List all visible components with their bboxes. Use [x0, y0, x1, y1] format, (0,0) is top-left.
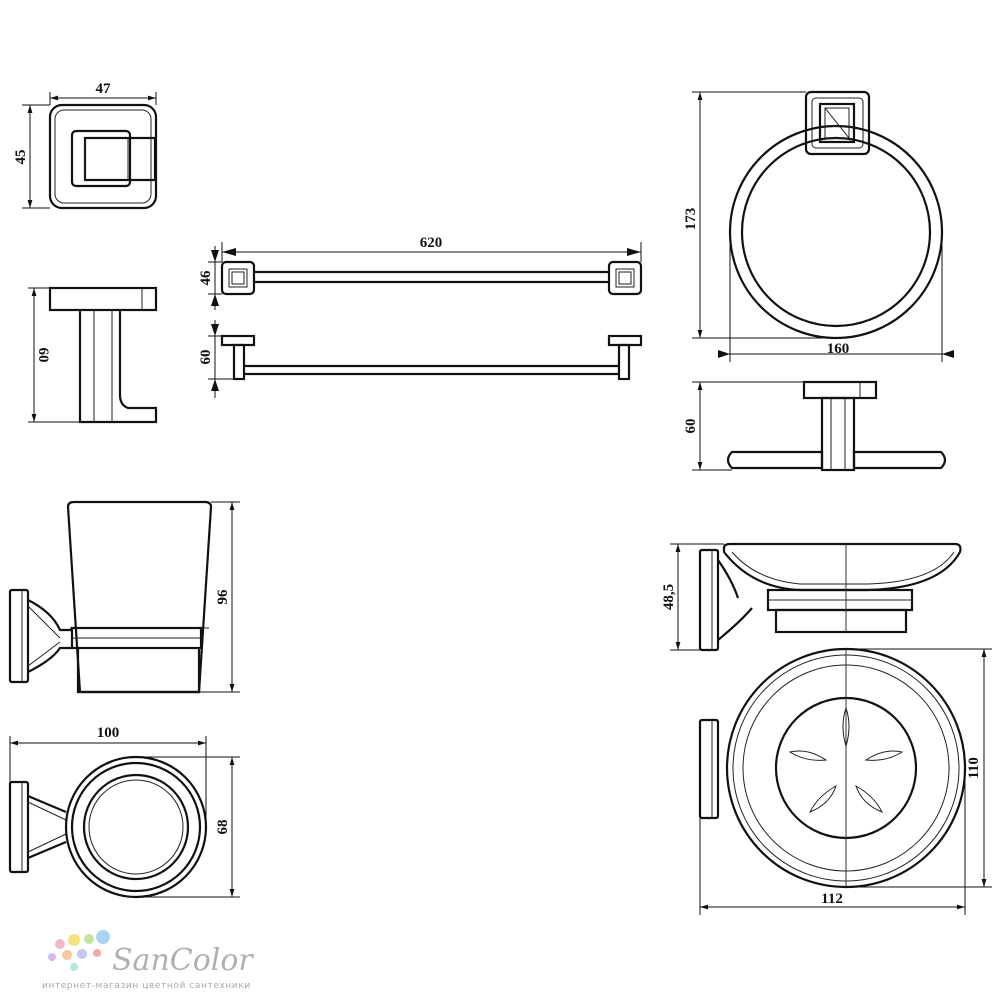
towel-ring-depth-dimension: 60 [683, 381, 804, 471]
logo-dot [55, 939, 65, 949]
logo-dot [48, 953, 56, 961]
logo-dot [62, 950, 72, 960]
towel-bar-depth-label: 60 [198, 350, 214, 365]
hook-height-label: 45 [13, 150, 29, 165]
logo-dot [68, 934, 80, 946]
towel-ring-height-dimension: 173 [683, 91, 836, 339]
soap-dish-height-label: 48,5 [661, 584, 677, 610]
hook-side-view [48, 286, 158, 424]
towel-bar-top-view [220, 334, 643, 381]
tumbler-height-dimension: 96 [199, 501, 240, 693]
hook-front-view [48, 103, 158, 210]
towel-ring-side-view [726, 380, 947, 472]
towel-ring-height-label: 173 [683, 208, 699, 231]
tumbler-depth-dimension: 68 [136, 756, 240, 898]
logo-dot [96, 930, 110, 944]
towel-ring-width-dimension: 160 [718, 232, 954, 362]
towel-ring-front-view [728, 90, 944, 340]
hook-depth-dimension: 60 [28, 287, 80, 423]
logo-dot [77, 949, 87, 959]
soap-dish-top-view [698, 647, 967, 889]
logo-name: SanColor [112, 943, 254, 978]
tumbler-width-label: 100 [97, 725, 120, 741]
logo-dot [70, 963, 78, 971]
towel-ring-width-label: 160 [827, 341, 850, 357]
logo-tagline: интернет-магазин цветной сантехники [42, 981, 251, 991]
logo-dots [48, 930, 110, 971]
logo-dot [84, 934, 94, 944]
tumbler-width-dimension: 100 [9, 725, 207, 827]
towel-bar-depth-dimension: 60 [198, 320, 234, 398]
hook-width-dimension: 47 [49, 81, 157, 105]
hook-width-label: 47 [96, 81, 112, 97]
soap-dish-depth-label: 110 [966, 757, 982, 779]
sancolor-logo: SanColor интернет-магазин цветной сантех… [42, 930, 254, 991]
tumbler-depth-label: 68 [215, 820, 231, 835]
towel-ring-depth-label: 60 [683, 419, 699, 434]
soap-dish-depth-dimension: 110 [846, 648, 992, 888]
towel-bar-length-label: 620 [420, 235, 443, 251]
towel-bar-length-dimension: 620 [221, 235, 642, 262]
towel-bar-height-dimension: 46 [198, 246, 222, 310]
towel-bar-height-label: 46 [198, 270, 214, 286]
drain-slots [788, 706, 904, 813]
towel-bar-front-view [220, 260, 643, 296]
tumbler-height-label: 96 [215, 589, 231, 605]
tumbler-holder-top-view [8, 755, 208, 899]
hook-height-dimension: 45 [13, 104, 50, 209]
logo-dot [93, 949, 101, 957]
hook-depth-label: 60 [35, 348, 51, 363]
soap-dish-height-dimension: 48,5 [661, 543, 724, 651]
soap-dish-side-view [698, 542, 962, 652]
soap-dish-width-dimension: 112 [699, 768, 966, 915]
soap-dish-width-label: 112 [821, 891, 843, 907]
tumbler-holder-side-view [8, 500, 213, 694]
